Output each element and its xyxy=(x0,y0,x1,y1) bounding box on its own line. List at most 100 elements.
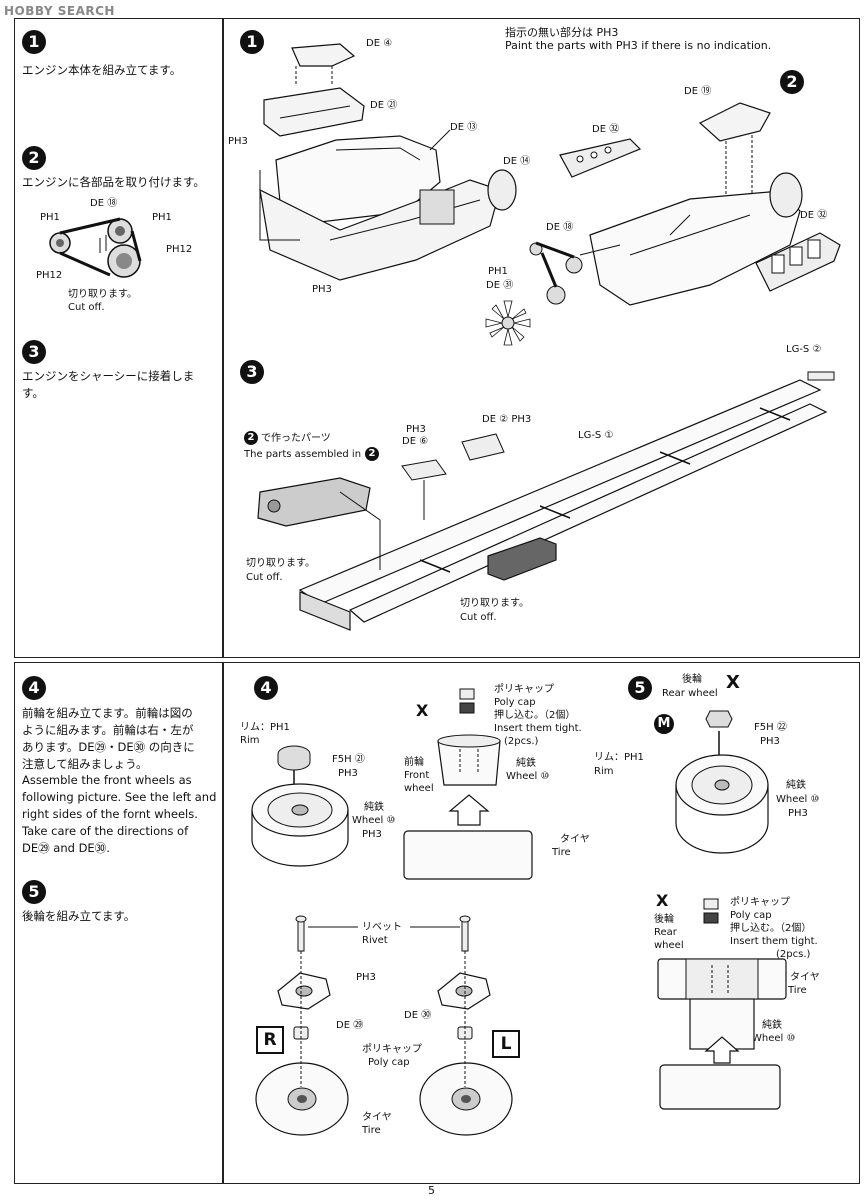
p3-step2-ref-badge-2: 2 xyxy=(365,447,379,461)
p1-de13-label: DE ⑬ xyxy=(450,122,478,133)
p4-pcs: (2pcs.) xyxy=(504,736,539,747)
left-step-4-en-line5: DE㉙ and DE㉚. xyxy=(22,841,110,855)
p4-ph3-a-label: PH3 xyxy=(338,768,358,779)
front-wheel-tire-drawing xyxy=(403,688,533,880)
p5-rear-en: Rear wheel xyxy=(662,688,718,699)
p1-ph3-a-label: PH3 xyxy=(228,136,248,147)
p4-push-jp: 押し込む。（2個） xyxy=(494,710,576,721)
p5-f5h-label: F5H ㉒ xyxy=(754,722,787,733)
left-step-4-jp-line3: あります。DE㉙・DE㉚ の向きに xyxy=(22,740,195,754)
p5-tire-en: Tire xyxy=(788,985,807,996)
belt-ph12-left-label: PH12 xyxy=(36,270,63,281)
p4-polycap-en: Poly cap xyxy=(494,697,536,708)
p2-de32-a-label: DE ㉜ xyxy=(592,124,620,135)
p3-de2-ph3-label: DE ② PH3 xyxy=(482,414,532,425)
p1-de14-label: DE ⑭ xyxy=(503,156,531,167)
p1-de4-label: DE ④ xyxy=(366,38,393,49)
left-column-top-frame xyxy=(14,18,224,658)
p5-tire-jp: タイヤ xyxy=(790,972,820,983)
p5-wheel2-en: Wheel ⑩ xyxy=(752,1033,796,1044)
front-rim-drawing xyxy=(251,745,349,867)
watermark-logo: HOBBY SEARCH xyxy=(4,4,115,18)
p5-ph3-a-label: PH3 xyxy=(760,736,780,747)
p4-x-mark: X xyxy=(416,701,429,720)
p4-tire2-en: Tire xyxy=(362,1125,381,1136)
engine-block-drawing xyxy=(259,43,517,281)
rear-wheel-tire-drawing xyxy=(657,898,787,1110)
p4-polycap2-en: Poly cap xyxy=(368,1057,410,1068)
p4-wheel2-en: Wheel ⑩ xyxy=(506,771,550,782)
p5-wheel2-jp: 純鉄 xyxy=(762,1020,782,1031)
p4-de30-label: DE ㉚ xyxy=(404,1010,432,1021)
panel1-note-jp: 指示の無い部分は PH3 xyxy=(505,26,619,39)
panel1-note-en: Paint the parts with PH3 if there is no … xyxy=(505,39,772,52)
left-step-5-badge: 5 xyxy=(22,880,46,904)
p5-polycap-jp: ポリキャップ xyxy=(730,897,790,908)
chassis-drawing xyxy=(257,371,835,631)
p4-front-en1: Front xyxy=(404,770,430,781)
left-step-4-jp-line1: 前輪を組み立てます。前輪は図の xyxy=(22,706,193,720)
p5-polycap-en: Poly cap xyxy=(730,910,772,921)
belt-diagram-drawing xyxy=(49,217,142,278)
p4-polycap-jp: ポリキャップ xyxy=(494,684,554,695)
front-hubs-drawing xyxy=(255,915,513,1136)
left-step-5-text: 後輪を組み立てます。 xyxy=(22,909,136,923)
page-number: 5 xyxy=(428,1184,435,1197)
p5-push-en: Insert them tight. xyxy=(730,936,818,947)
belt-ph1-left-label: PH1 xyxy=(40,212,60,223)
p4-wheel2-jp: 純鉄 xyxy=(516,758,536,769)
left-step-3-badge: 3 xyxy=(22,340,46,364)
left-step-2-text: エンジンに各部品を取り付けます。 xyxy=(22,175,205,189)
p3-de6-label: DE ⑥ xyxy=(402,436,429,447)
p1-ph3-b-label: PH3 xyxy=(312,284,332,295)
p2-de32-b-label: DE ㉜ xyxy=(800,210,828,221)
panel-step-2-badge: 2 xyxy=(780,70,804,94)
p5-rim-jp: リム：PH1 xyxy=(594,752,644,763)
p5-push-jp: 押し込む。（2個） xyxy=(730,923,812,934)
left-step-4-jp-line4: 注意して組みましょう。 xyxy=(22,757,148,771)
p5-wheel-jp: 純鉄 xyxy=(786,780,806,791)
p3-cut-left-en: Cut off. xyxy=(246,572,283,583)
p3-cut-right-en: Cut off. xyxy=(460,612,497,623)
p3-parts-jp: で作ったパーツ xyxy=(261,433,331,444)
p5-x-mark: X xyxy=(726,672,740,693)
p4-ph3-b-label: PH3 xyxy=(362,829,382,840)
p5-ph3-b-label: PH3 xyxy=(788,808,808,819)
left-step-4-en-line2: following picture. See the left and xyxy=(22,790,217,804)
p2-de31-label: DE ㉛ xyxy=(486,280,514,291)
panel-step-3-badge: 3 xyxy=(240,360,264,384)
p5-rear2-en1: Rear xyxy=(654,927,677,938)
p5-m-mark: M xyxy=(654,714,674,734)
p4-front-en2: wheel xyxy=(404,783,434,794)
p4-tire-jp: タイヤ xyxy=(560,834,590,845)
p4-rivet-en: Rivet xyxy=(362,935,388,946)
panel-step-1-badge: 1 xyxy=(240,30,264,54)
p3-lgs2-label: LG-S ② xyxy=(786,344,822,355)
p4-f5h-label: F5H ㉑ xyxy=(332,754,365,765)
p3-parts-en: The parts assembled in xyxy=(244,449,362,460)
rear-rim-drawing xyxy=(675,710,769,854)
p3-cut-left-jp: 切り取ります。 xyxy=(246,558,315,569)
p3-cut-right-jp: 切り取ります。 xyxy=(460,598,529,609)
p4-polycap2-jp: ポリキャップ xyxy=(362,1044,422,1055)
p4-rim-en: Rim xyxy=(240,735,260,746)
panel-step-4-badge: 4 xyxy=(254,676,278,700)
p4-ph3-c-label: PH3 xyxy=(356,972,376,983)
p4-left-box: L xyxy=(492,1030,520,1058)
belt-cut-jp: 切り取ります。 xyxy=(68,289,137,300)
left-step-4-badge: 4 xyxy=(22,676,46,700)
p1-de21-label: DE ㉑ xyxy=(370,100,398,111)
p5-x-mark2: X xyxy=(656,891,669,910)
p4-rivet-jp: リベット xyxy=(362,922,402,933)
p4-rim-jp: リム：PH1 xyxy=(240,722,290,733)
left-step-2-badge: 2 xyxy=(22,146,46,170)
belt-ph12-right-label: PH12 xyxy=(166,244,193,255)
p3-ph3-label: PH3 xyxy=(406,424,426,435)
p5-rear-jp: 後輪 xyxy=(682,674,702,685)
p5-rear2-jp: 後輪 xyxy=(654,914,674,925)
left-step-1-badge: 1 xyxy=(22,30,46,54)
p4-wheel-en: Wheel ⑩ xyxy=(352,815,396,826)
p5-rear2-en2: wheel xyxy=(654,940,684,951)
p3-lgs1-label: LG-S ① xyxy=(578,430,614,441)
left-step-4-en-line4: Take care of the directions of xyxy=(22,824,189,838)
